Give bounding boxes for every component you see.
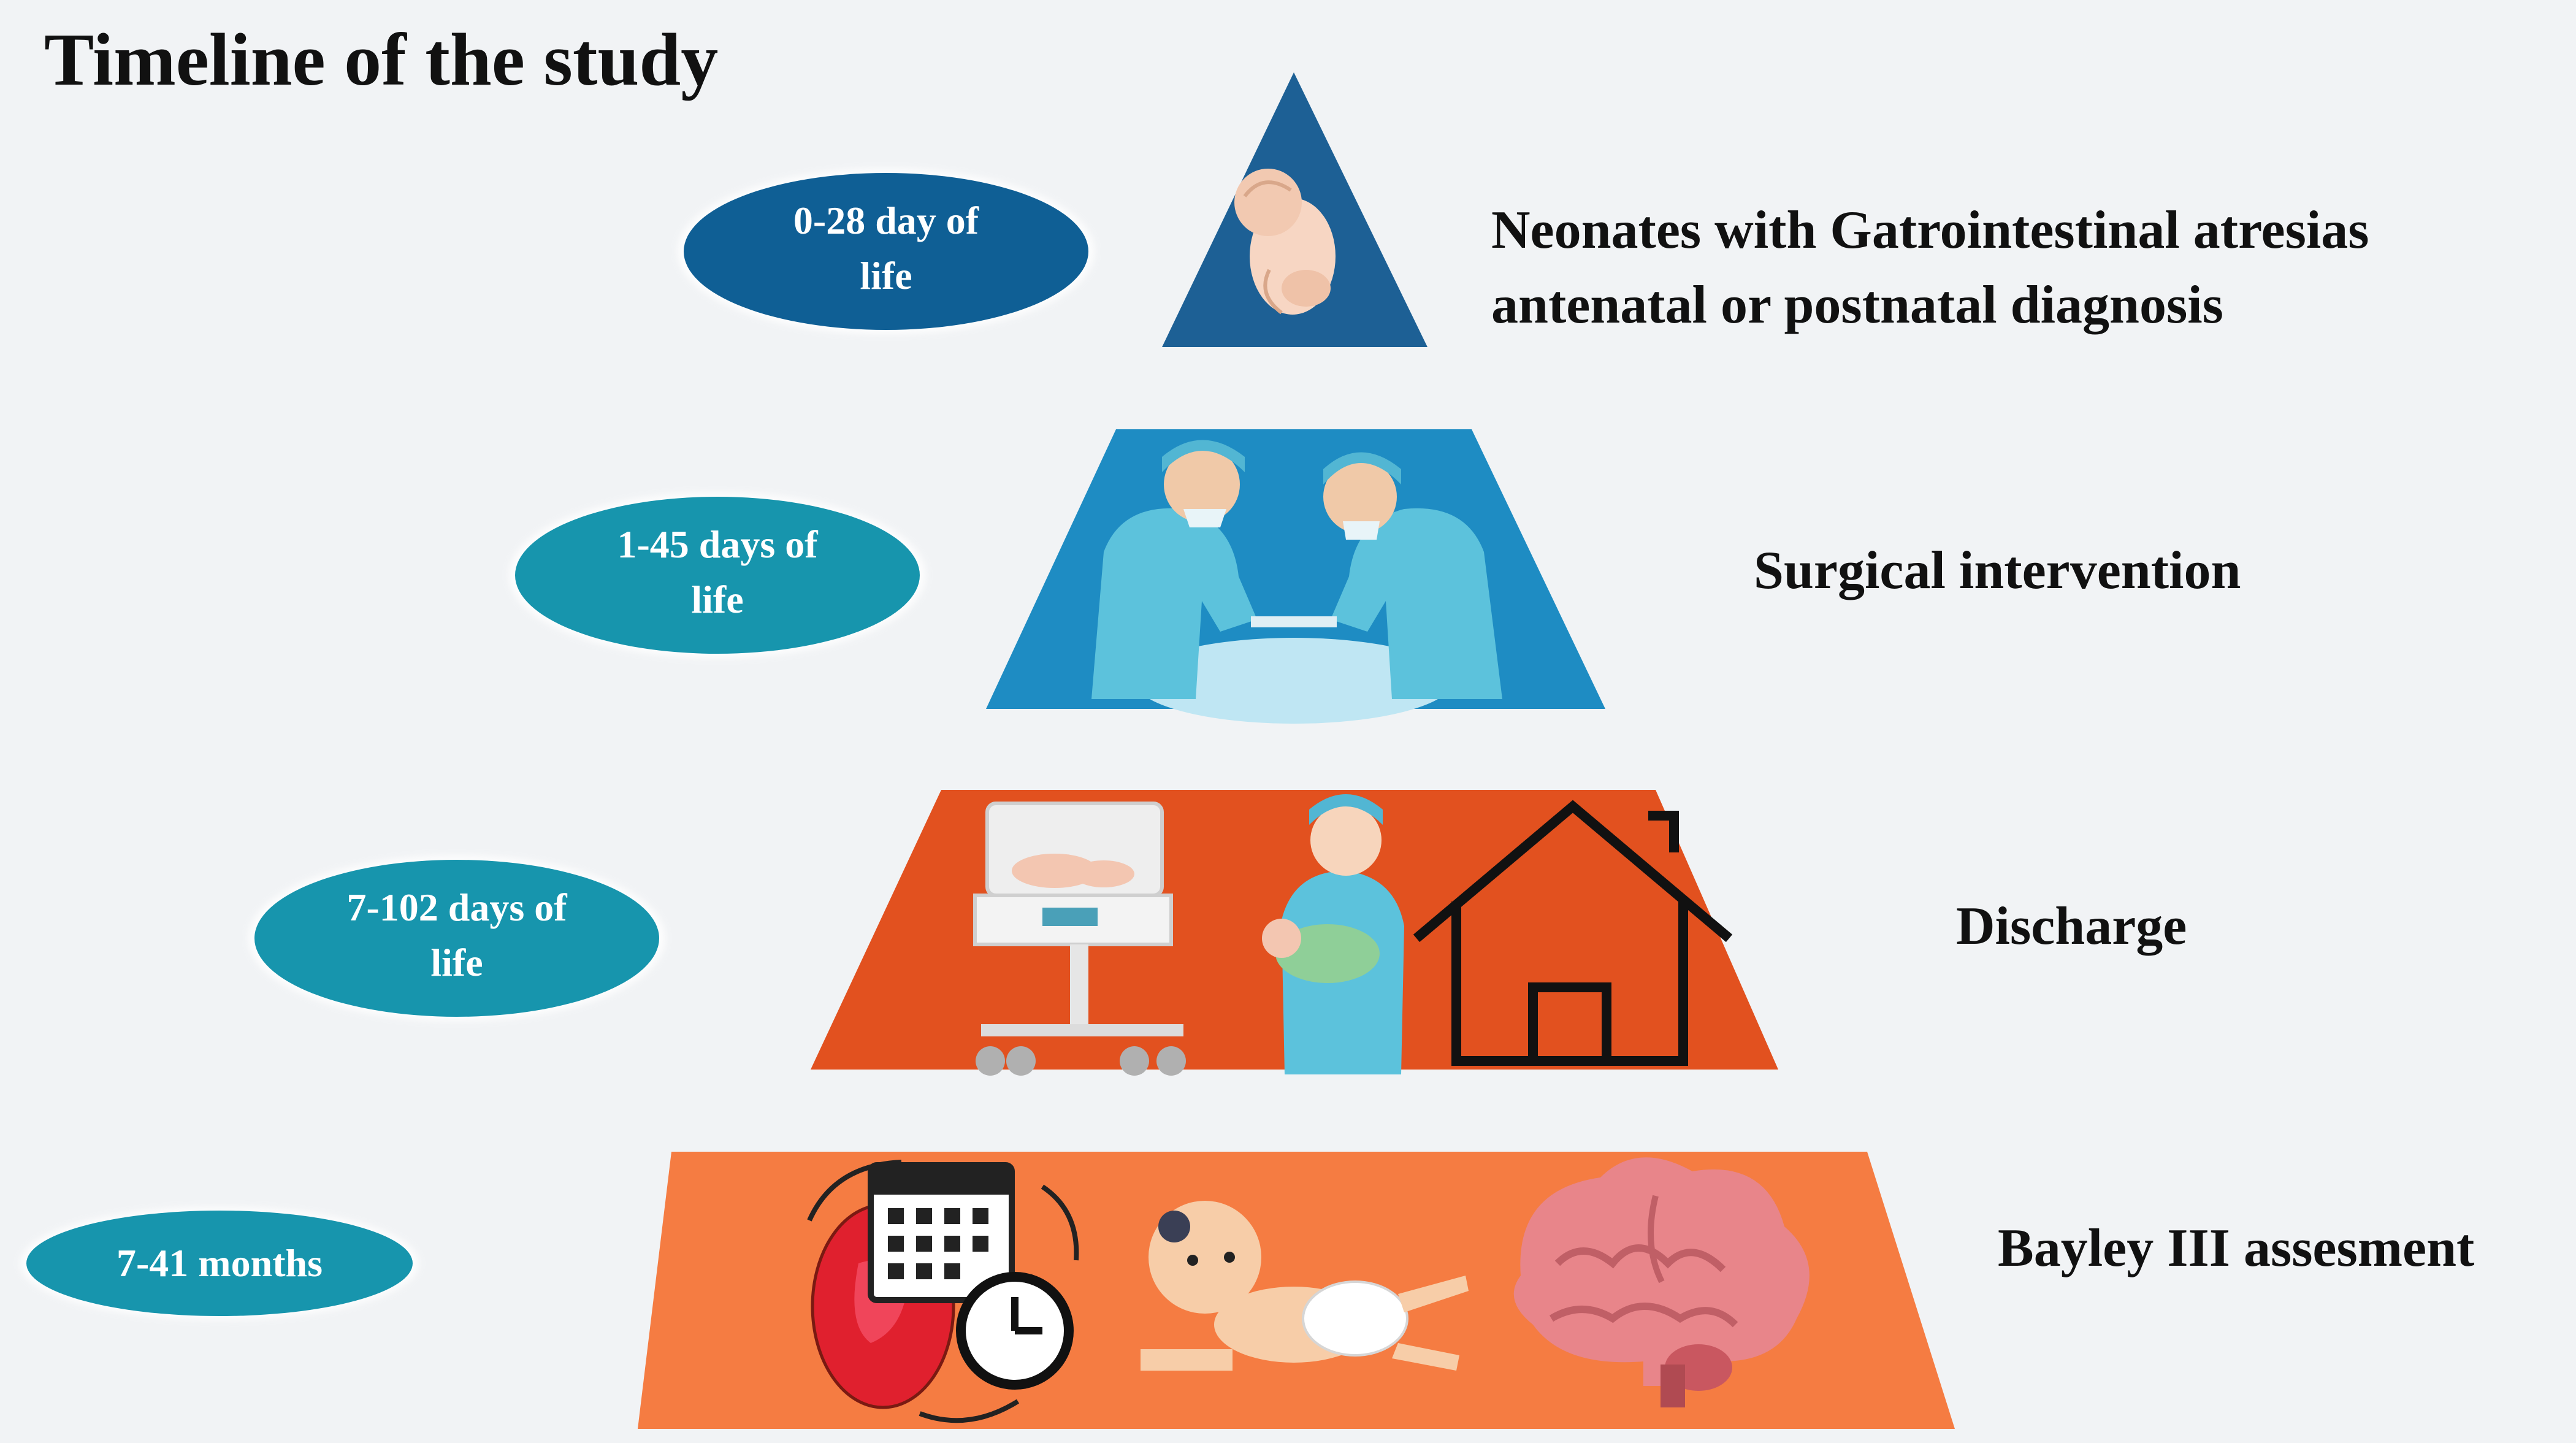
stage-4-time-line1: 7-41 months <box>116 1241 323 1285</box>
stage-3-time-line2: life <box>430 941 483 984</box>
surgeons-icon <box>1091 440 1502 724</box>
stage-1-label-line2: antenatal or postnatal diagnosis <box>1491 275 2223 335</box>
stage-3-time: 7-102 days of life <box>297 880 616 990</box>
nurse-with-baby-icon <box>1262 794 1404 1074</box>
tier-4 <box>638 1152 1955 1429</box>
stage-2-time: 1-45 days of life <box>558 517 877 627</box>
tier-1 <box>1162 72 1428 347</box>
stage-1-label-line1: Neonates with Gatrointestinal atresias <box>1491 201 2369 260</box>
calendar-clock-icon <box>807 1160 1079 1423</box>
tier-3 <box>811 790 1778 1076</box>
stage-1-time-line2: life <box>860 254 912 297</box>
oval-1 <box>678 169 1095 334</box>
stage-1-time-line1: 0-28 day of <box>793 199 979 242</box>
stage-1-label: Neonates with Gatrointestinal atresias a… <box>1491 193 2369 343</box>
stage-2-time-line2: life <box>691 578 744 621</box>
stage-1-time: 0-28 day of life <box>727 193 1045 304</box>
oval-3 <box>248 855 665 1021</box>
stage-3-time-line1: 7-102 days of <box>346 886 567 929</box>
oval-4 <box>20 1207 419 1320</box>
fetus-icon <box>1234 169 1336 315</box>
stage-2-time-line1: 1-45 days of <box>617 522 818 566</box>
stage-2-label: Surgical intervention <box>1754 541 2241 600</box>
stage-4-time: 7-41 months <box>60 1236 379 1291</box>
crawling-baby-icon <box>1141 1201 1469 1371</box>
incubator-icon <box>973 802 1186 1076</box>
stage-4-label: Bayley III assesment <box>1998 1219 2475 1278</box>
diagram-title: Timeline of the study <box>44 18 719 101</box>
brain-icon <box>1513 1157 1810 1407</box>
stage-3-label: Discharge <box>1956 897 2187 956</box>
house-icon <box>1413 800 1733 1066</box>
oval-2 <box>509 492 926 658</box>
tier-2 <box>986 429 1605 724</box>
